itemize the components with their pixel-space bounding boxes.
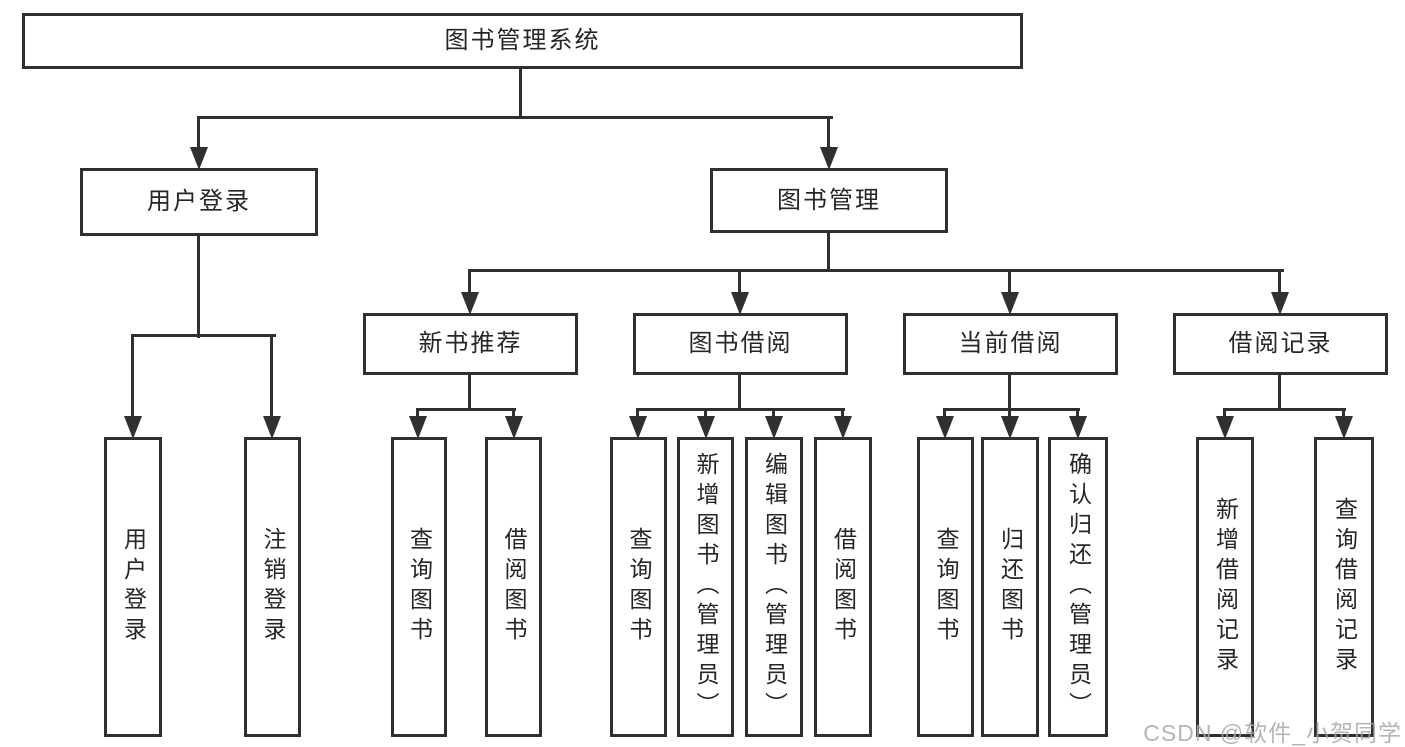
- node-user-login: 用户登录: [80, 168, 318, 236]
- connector-to-user-login: [197, 116, 200, 150]
- connector-leaf: [416, 408, 419, 420]
- arrowhead-leaf: [629, 416, 647, 439]
- leaf-confirm-return-admin: 确认归还（管理员）: [1048, 437, 1108, 737]
- connector-current-borrow-split: [943, 408, 1080, 411]
- leaf-borrow-book-label: 借阅图书: [830, 527, 857, 647]
- connector-book-mgmt-split: [468, 269, 1284, 272]
- leaf-logout-label: 注销登录: [260, 527, 286, 647]
- arrowhead-leaf: [936, 416, 954, 439]
- arrowhead-to-user-login: [190, 147, 208, 170]
- arrowhead-to-borrow-records: [1271, 292, 1289, 315]
- connector-to-book-mgmt: [827, 116, 830, 150]
- arrowhead-to-book-mgmt: [820, 147, 838, 170]
- connector-root-split: [197, 116, 833, 119]
- node-root: 图书管理系统: [22, 13, 1023, 69]
- node-new-books: 新书推荐: [363, 313, 578, 375]
- leaf-user-login-label: 用户登录: [120, 527, 147, 647]
- connector-current-borrow-stem: [1008, 372, 1011, 410]
- leaf-return-book-label: 归还图书: [997, 527, 1024, 647]
- leaf-add-book-admin: 新增图书（管理员）: [677, 437, 734, 737]
- leaf-add-borrow-record-label: 新增借阅记录: [1212, 497, 1239, 677]
- connector-to-new-books: [468, 269, 471, 296]
- leaf-borrow-book: 借阅图书: [814, 437, 872, 737]
- arrowhead-leaf: [697, 416, 715, 439]
- leaf-query-book-borrow: 查询图书: [610, 437, 667, 737]
- connector-user-login-stem: [197, 233, 200, 338]
- connector-borrow-records-split: [1223, 408, 1346, 411]
- connector-book-borrow-split: [636, 408, 845, 411]
- connector-leaf: [1223, 408, 1226, 420]
- arrowhead-leaf: [1216, 416, 1234, 439]
- arrowhead-leaf: [505, 416, 523, 439]
- connector-new-books-split: [416, 408, 516, 411]
- node-book-borrow-label: 图书借阅: [688, 330, 793, 357]
- connector-book-borrow-stem: [738, 372, 741, 410]
- leaf-add-book-admin-label: 新增图书（管理员）: [693, 452, 719, 722]
- connector-leaf: [1076, 408, 1079, 420]
- node-borrow-records-label: 借阅记录: [1228, 330, 1333, 357]
- arrowhead-to-book-borrow: [731, 292, 749, 315]
- leaf-query-borrow-record-label: 查询借阅记录: [1331, 497, 1358, 677]
- leaf-logout: 注销登录: [244, 437, 301, 737]
- leaf-query-book-new-label: 查询图书: [406, 527, 433, 647]
- arrowhead-leaf: [409, 416, 427, 439]
- leaf-query-book-current: 查询图书: [917, 437, 974, 737]
- node-book-borrow: 图书借阅: [633, 313, 848, 375]
- node-root-label: 图书管理系统: [444, 27, 601, 54]
- csdn-watermark: CSDN @软件_小贺同学: [1143, 720, 1402, 746]
- leaf-query-book-borrow-label: 查询图书: [626, 527, 652, 647]
- leaf-edit-book-admin-label: 编辑图书（管理员）: [761, 452, 788, 722]
- connector-to-book-borrow: [738, 269, 741, 296]
- arrowhead-leaf: [765, 416, 783, 439]
- leaf-borrow-book-new-label: 借阅图书: [501, 527, 527, 647]
- arrowhead-leaf: [1335, 416, 1353, 439]
- node-borrow-records: 借阅记录: [1173, 313, 1388, 375]
- connector-leaf: [943, 408, 946, 420]
- leaf-borrow-book-new: 借阅图书: [485, 437, 542, 737]
- connector-leaf: [772, 408, 775, 420]
- node-new-books-label: 新书推荐: [418, 330, 523, 357]
- connector-borrow-records-stem: [1278, 372, 1281, 410]
- leaf-confirm-return-admin-label: 确认归还（管理员）: [1065, 452, 1092, 722]
- arrowhead-to-leaf-logout: [263, 416, 281, 439]
- arrowhead-to-new-books: [461, 292, 479, 315]
- leaf-query-book-current-label: 查询图书: [933, 527, 959, 647]
- node-user-login-label: 用户登录: [147, 188, 251, 215]
- connector-leaf: [704, 408, 707, 420]
- arrowhead-leaf: [1069, 416, 1087, 439]
- connector-leaf: [841, 408, 844, 420]
- leaf-user-login: 用户登录: [104, 437, 162, 737]
- leaf-query-borrow-record: 查询借阅记录: [1314, 437, 1374, 737]
- connector-new-books-stem: [468, 372, 471, 410]
- connector-user-login-split: [131, 334, 276, 337]
- connector-leaf: [1342, 408, 1345, 420]
- node-book-mgmt: 图书管理: [710, 168, 948, 233]
- connector-root-stem: [519, 68, 522, 118]
- arrowhead-leaf: [834, 416, 852, 439]
- leaf-add-borrow-record: 新增借阅记录: [1196, 437, 1254, 737]
- connector-to-leaf-login: [131, 334, 134, 420]
- connector-leaf: [512, 408, 515, 420]
- node-book-mgmt-label: 图书管理: [777, 186, 881, 214]
- leaf-edit-book-admin: 编辑图书（管理员）: [745, 437, 803, 737]
- arrowhead-to-current-borrow: [1001, 292, 1019, 315]
- connector-to-borrow-records: [1278, 269, 1281, 296]
- connector-leaf: [1008, 408, 1011, 420]
- connector-book-mgmt-stem: [827, 231, 830, 271]
- connector-to-current-borrow: [1008, 269, 1011, 296]
- arrowhead-leaf: [1001, 416, 1019, 439]
- connector-leaf: [636, 408, 639, 420]
- arrowhead-to-leaf-login: [124, 416, 142, 439]
- node-current-borrow-label: 当前借阅: [958, 330, 1063, 357]
- node-current-borrow: 当前借阅: [903, 313, 1118, 375]
- connector-to-leaf-logout: [270, 334, 273, 420]
- leaf-query-book-new: 查询图书: [391, 437, 447, 737]
- leaf-return-book: 归还图书: [981, 437, 1039, 737]
